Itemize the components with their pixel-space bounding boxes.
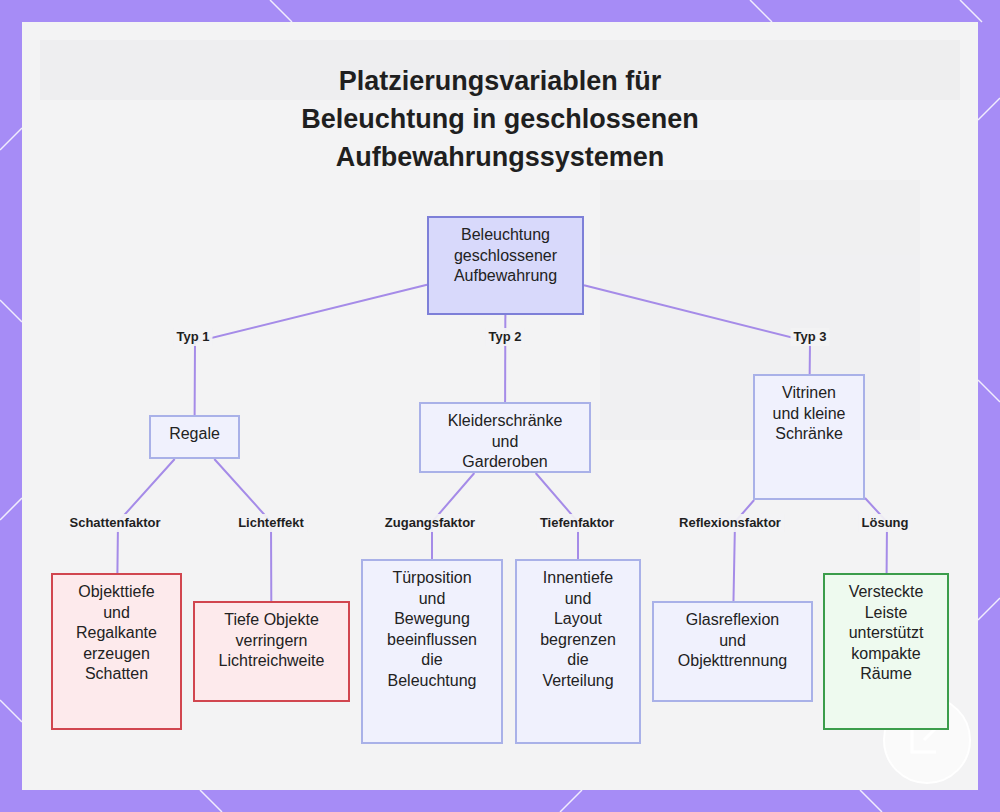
topic-box: Innentiefe und Layout begrenzen die Vert… <box>515 559 641 744</box>
connector-line <box>584 285 810 374</box>
topic-box: Kleiderschränke und Garderoben <box>419 402 591 473</box>
connector-line <box>865 498 887 573</box>
topic-box: Objekttiefe und Regalkante erzeugen Scha… <box>51 573 182 730</box>
edge-label: Typ 3 <box>791 328 830 346</box>
topic-box: Türposition und Bewegung beeinflussen di… <box>361 559 503 744</box>
edge-label: Tiefenfaktor <box>537 514 617 532</box>
edge-label: Schattenfaktor <box>66 514 163 532</box>
edge-label: Typ 2 <box>486 328 525 346</box>
connector-line <box>195 285 427 415</box>
edge-label: Lichteffekt <box>235 514 307 532</box>
root-box: Beleuchtung geschlossener Aufbewahrung <box>427 216 584 315</box>
topic-box: Versteckte Leiste unterstützt kompakte R… <box>823 573 949 730</box>
node-text: Glasreflexion und Objekttrennung <box>654 610 811 672</box>
diagram-title: Platzierungsvariablen für Beleuchtung in… <box>0 62 1000 176</box>
edge-label: Reflexionsfaktor <box>676 514 784 532</box>
node-text: Innentiefe und Layout begrenzen die Vert… <box>517 568 639 692</box>
node-text: Versteckte Leiste unterstützt kompakte R… <box>825 582 947 685</box>
node-text: Objekttiefe und Regalkante erzeugen Scha… <box>53 582 180 685</box>
edge-label: Lösung <box>859 514 912 532</box>
topic-box: Vitrinen und kleine Schränke <box>753 374 865 500</box>
topic-box: Regale <box>149 415 240 459</box>
content-panel <box>22 22 978 790</box>
topic-box: Tiefe Objekte verringern Lichtreichweite <box>193 601 350 702</box>
node-text: Vitrinen und kleine Schränke <box>755 383 863 445</box>
node-text: Tiefe Objekte verringern Lichtreichweite <box>195 610 348 672</box>
node-text: Beleuchtung geschlossener Aufbewahrung <box>429 225 582 287</box>
node-text: Türposition und Bewegung beeinflussen di… <box>363 568 501 692</box>
node-text: Regale <box>151 424 238 445</box>
node-text: Kleiderschränke und Garderoben <box>421 411 589 473</box>
edge-label: Zugangsfaktor <box>382 514 478 532</box>
edge-label: Typ 1 <box>174 328 213 346</box>
topic-box: Glasreflexion und Objekttrennung <box>652 601 813 702</box>
